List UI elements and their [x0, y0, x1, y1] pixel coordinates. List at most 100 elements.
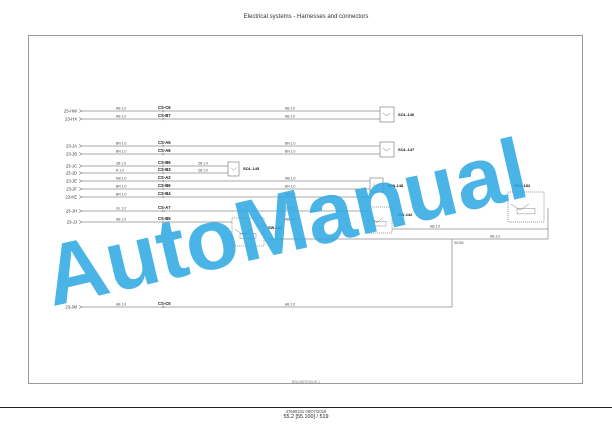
component-SOL-145: SOL-145 [227, 161, 260, 177]
component-label: SEN-182 [514, 183, 531, 188]
connector-label: CS-B4 [158, 191, 171, 196]
wire-left-label: AB 1.0 [116, 114, 126, 118]
connector-pin-icon [161, 187, 165, 191]
wire-left-label: BN 1.0 [116, 141, 126, 145]
wire-arrow-icon [78, 179, 83, 183]
connector-pin-icon [161, 195, 165, 199]
wire-id-label: 23-JJ [67, 219, 77, 224]
connector-pin-icon [161, 220, 165, 224]
wire-id-label: 23-JD [66, 170, 77, 175]
connector-pin-icon [161, 209, 165, 213]
switch-contact-icon [373, 221, 387, 227]
wire-id-label: 23-JC [66, 163, 77, 168]
bus-wire-label: AB 1.0 [430, 225, 440, 229]
connector-label: CS-A7 [158, 205, 171, 210]
wire-right-label: GL 1.0 [285, 206, 295, 210]
wire-arrow-icon [78, 164, 83, 168]
component-box [379, 106, 395, 123]
component-box [227, 161, 240, 177]
component-SW-141: SW-141 [231, 217, 283, 247]
switch-contact-icon [239, 233, 257, 239]
page-header-title: Electrical systems - Harnesses and conne… [243, 14, 369, 20]
wire-arrow-icon [78, 109, 83, 113]
wire-right-label: BN 1.0 [285, 184, 295, 188]
wire-right-label: BN 1.0 [285, 192, 295, 196]
wire-right-label: AB 1.0 [285, 217, 295, 221]
wire-id-label: 23-JB [66, 151, 77, 156]
switch-contact-icon [516, 208, 536, 215]
wire-id-label: 23-JH [66, 208, 77, 213]
wire-id-label: 23-HW [64, 108, 77, 113]
component-label: SOL-145 [243, 166, 260, 171]
component-label: SOL-147 [398, 147, 415, 152]
wire-left-label: AB 1.0 [116, 217, 126, 221]
connector-pin-icon [161, 109, 165, 113]
bus-wire-label: AB 1.0 [490, 235, 500, 239]
connector-label: CS-A2 [158, 175, 171, 180]
footer-rule [0, 407, 612, 408]
wire-id-label: 23-JF [66, 186, 77, 191]
wire-left-label: ZB 1.0 [116, 161, 126, 165]
connector-pin-icon [161, 305, 165, 309]
components-layer: SOL-146SOL-147SOL-145SEN-148SW-142SW-141… [227, 106, 545, 247]
wire-arrow-icon [78, 187, 83, 191]
wire-right-label: BN 1.0 [285, 141, 295, 145]
wire-arrow-icon [78, 195, 83, 199]
component-symbol-icon [230, 167, 237, 171]
wire-right-label: ZB 1.0 [198, 161, 208, 165]
wire-left-label: NB 1.0 [116, 176, 126, 180]
component-label: SEN-148 [387, 183, 404, 188]
connector-pin-icon [161, 144, 165, 148]
wire-id-label: 23-JM [65, 304, 77, 309]
component-symbol-icon [234, 229, 252, 236]
wire-arrow-icon [78, 209, 83, 213]
component-label: SW-141 [268, 225, 283, 230]
connector-pin-icon [161, 164, 165, 168]
wire-arrow-icon [78, 144, 83, 148]
wire-left-label: R 1.0 [116, 168, 124, 172]
component-box [507, 191, 545, 223]
wire-arrow-icon [78, 171, 83, 175]
wire-left-label: AB 1.0 [116, 302, 126, 306]
drawing-code: BSL0397010US 1 [291, 380, 321, 384]
diagram-frame [28, 35, 583, 384]
connector-pin-icon [161, 117, 165, 121]
wire-id-label: 23-JA [66, 143, 77, 148]
wire-right-label: AB 1.0 [285, 302, 295, 306]
connector-label: CS-B7 [158, 113, 171, 118]
wire-arrow-icon [78, 220, 83, 224]
wire-left-label: BN 1.0 [116, 192, 126, 196]
wire-right-label: NB 1.0 [285, 176, 295, 180]
junction-label: SK256 [454, 241, 464, 245]
component-symbol-icon [382, 147, 391, 152]
component-symbol-icon [372, 183, 380, 187]
component-label: SOL-146 [398, 112, 415, 117]
component-box [231, 217, 265, 247]
component-symbol-icon [370, 217, 384, 223]
connector-label: CS-C5 [158, 301, 171, 306]
component-symbol-icon [510, 203, 530, 211]
connector-pin-icon [161, 179, 165, 183]
wire-arrow-icon [78, 305, 83, 309]
wire-right-label: ZB 1.0 [198, 168, 208, 172]
connector-label: CS-A6 [158, 148, 171, 153]
wire-left-label: BN 1.0 [116, 149, 126, 153]
footer-page-number: 55.2 [55.100] / 519 [283, 414, 329, 420]
component-SOL-147: SOL-147 [379, 141, 415, 158]
component-box [379, 141, 395, 158]
wire-left-label: BN 1.0 [116, 184, 126, 188]
component-label: SW-142 [398, 212, 413, 217]
component-SOL-146: SOL-146 [379, 106, 415, 123]
wire-id-label: 23-HX [65, 116, 77, 121]
component-symbol-icon [382, 112, 391, 117]
component-SEN-148: SEN-148 [369, 177, 404, 193]
